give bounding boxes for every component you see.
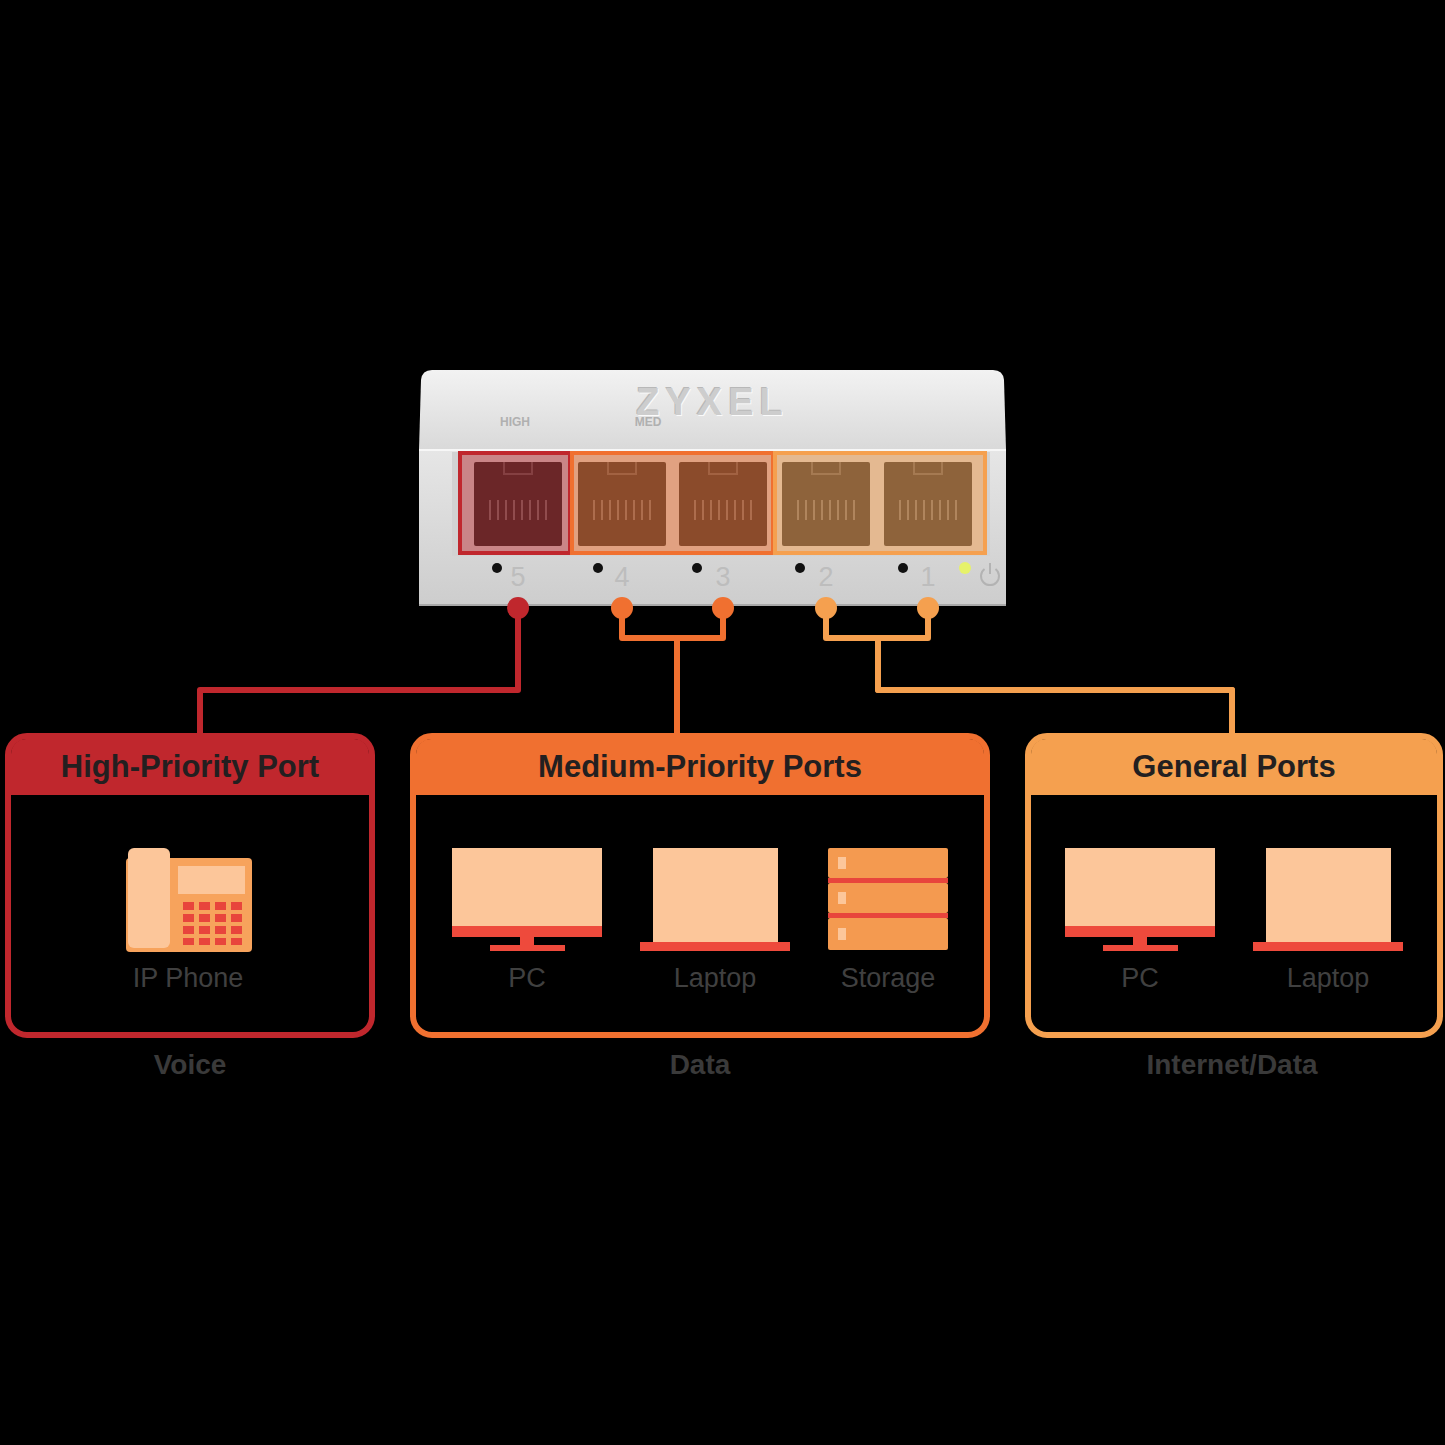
port-connector-dot xyxy=(917,597,939,619)
phone-handset xyxy=(128,848,170,948)
port-led xyxy=(898,563,908,573)
connector-path xyxy=(826,605,1232,733)
monitor-stand xyxy=(1133,937,1147,946)
group-heading: Medium-Priority Ports xyxy=(416,739,984,795)
port-led xyxy=(795,563,805,573)
storage-indicator xyxy=(838,857,846,940)
general-highlight xyxy=(775,453,985,553)
phone-screen xyxy=(178,866,245,894)
port-led xyxy=(692,563,702,573)
pc-icon xyxy=(1065,848,1215,951)
connector-line xyxy=(611,597,677,733)
connector-path xyxy=(878,605,1232,733)
power-led xyxy=(959,562,971,574)
laptop-base xyxy=(1253,942,1403,951)
connector-line xyxy=(815,597,1232,733)
monitor-screen xyxy=(1065,848,1215,928)
port-panel xyxy=(452,452,990,556)
priority-group-box: General PortsPCLaptop xyxy=(1025,733,1443,1038)
switch-port: 5 xyxy=(468,455,568,605)
traffic-caption: Internet/Data xyxy=(1032,1047,1432,1083)
laptop-base xyxy=(640,942,790,951)
switch-port: 1 xyxy=(878,455,978,605)
device-item: PC xyxy=(437,840,617,995)
connector-line xyxy=(200,597,529,733)
switch-edge xyxy=(419,449,1006,451)
port-group-marking: MED xyxy=(448,414,848,430)
laptop-screen xyxy=(653,848,778,942)
group-header-band: High-Priority Port xyxy=(11,739,369,795)
monitor-base xyxy=(490,945,565,951)
port-number: 4 xyxy=(572,562,672,592)
monitor-screen xyxy=(452,848,602,928)
device-label: PC xyxy=(1050,962,1230,994)
connector-line xyxy=(677,597,734,733)
group-header-band: General Ports xyxy=(1031,739,1437,795)
port-number: 5 xyxy=(468,562,568,592)
storage-icon xyxy=(828,848,948,950)
device-label: PC xyxy=(437,962,617,994)
switch-port: 2 xyxy=(776,455,876,605)
phone-keypad xyxy=(183,902,242,945)
group-heading: High-Priority Port xyxy=(11,739,369,795)
port-number: 3 xyxy=(673,562,773,592)
switch-body xyxy=(419,370,1006,606)
traffic-caption: Voice xyxy=(0,1047,390,1083)
priority-group-box: High-Priority Port IP Phone xyxy=(5,733,375,1038)
switch-top xyxy=(419,370,1006,450)
connector-path xyxy=(622,605,677,733)
monitor-bezel xyxy=(1065,926,1215,937)
device-item: IP Phone xyxy=(98,840,278,995)
port-connector-dot xyxy=(507,597,529,619)
switch-port: 3 xyxy=(673,455,773,605)
device-item: Storage xyxy=(798,840,978,995)
switch-edge xyxy=(419,604,1006,606)
switch-port: 4 xyxy=(572,455,672,605)
port-led xyxy=(593,563,603,573)
laptop-icon xyxy=(640,848,790,951)
laptop-screen xyxy=(1266,848,1391,942)
group-header-band: Medium-Priority Ports xyxy=(416,739,984,795)
connector-line xyxy=(878,597,1232,733)
device-label: Laptop xyxy=(625,962,805,994)
monitor-bezel xyxy=(452,926,602,937)
port-led xyxy=(492,563,502,573)
laptop-icon xyxy=(1253,848,1403,951)
port-connector-dot xyxy=(712,597,734,619)
port-number: 2 xyxy=(776,562,876,592)
connector-path xyxy=(677,605,723,733)
device-label: IP Phone xyxy=(98,962,278,994)
device-label: Laptop xyxy=(1238,962,1418,994)
pc-icon xyxy=(452,848,602,951)
storage-gap xyxy=(828,913,948,918)
high-priority-highlight xyxy=(460,453,570,553)
traffic-caption: Data xyxy=(500,1047,900,1083)
medium-priority-highlight xyxy=(572,453,773,553)
port-group-highlights xyxy=(460,453,985,553)
switch-front xyxy=(419,450,1006,606)
group-heading: General Ports xyxy=(1031,739,1437,795)
port-connector-dot xyxy=(815,597,837,619)
device-item: Laptop xyxy=(625,840,805,995)
power-symbol xyxy=(981,563,999,585)
monitor-stand xyxy=(520,937,534,946)
device-label: Storage xyxy=(798,962,978,994)
device-item: Laptop xyxy=(1238,840,1418,995)
connector-path xyxy=(200,605,518,733)
ip-phone-icon xyxy=(126,848,252,952)
monitor-base xyxy=(1103,945,1178,951)
port-connector-dot xyxy=(611,597,633,619)
storage-gap xyxy=(828,878,948,883)
device-item: PC xyxy=(1050,840,1230,995)
port-number: 1 xyxy=(878,562,978,592)
priority-group-box: Medium-Priority PortsPCLaptopStorage xyxy=(410,733,990,1038)
network-switch: ZYXEL54321 xyxy=(420,370,1005,607)
